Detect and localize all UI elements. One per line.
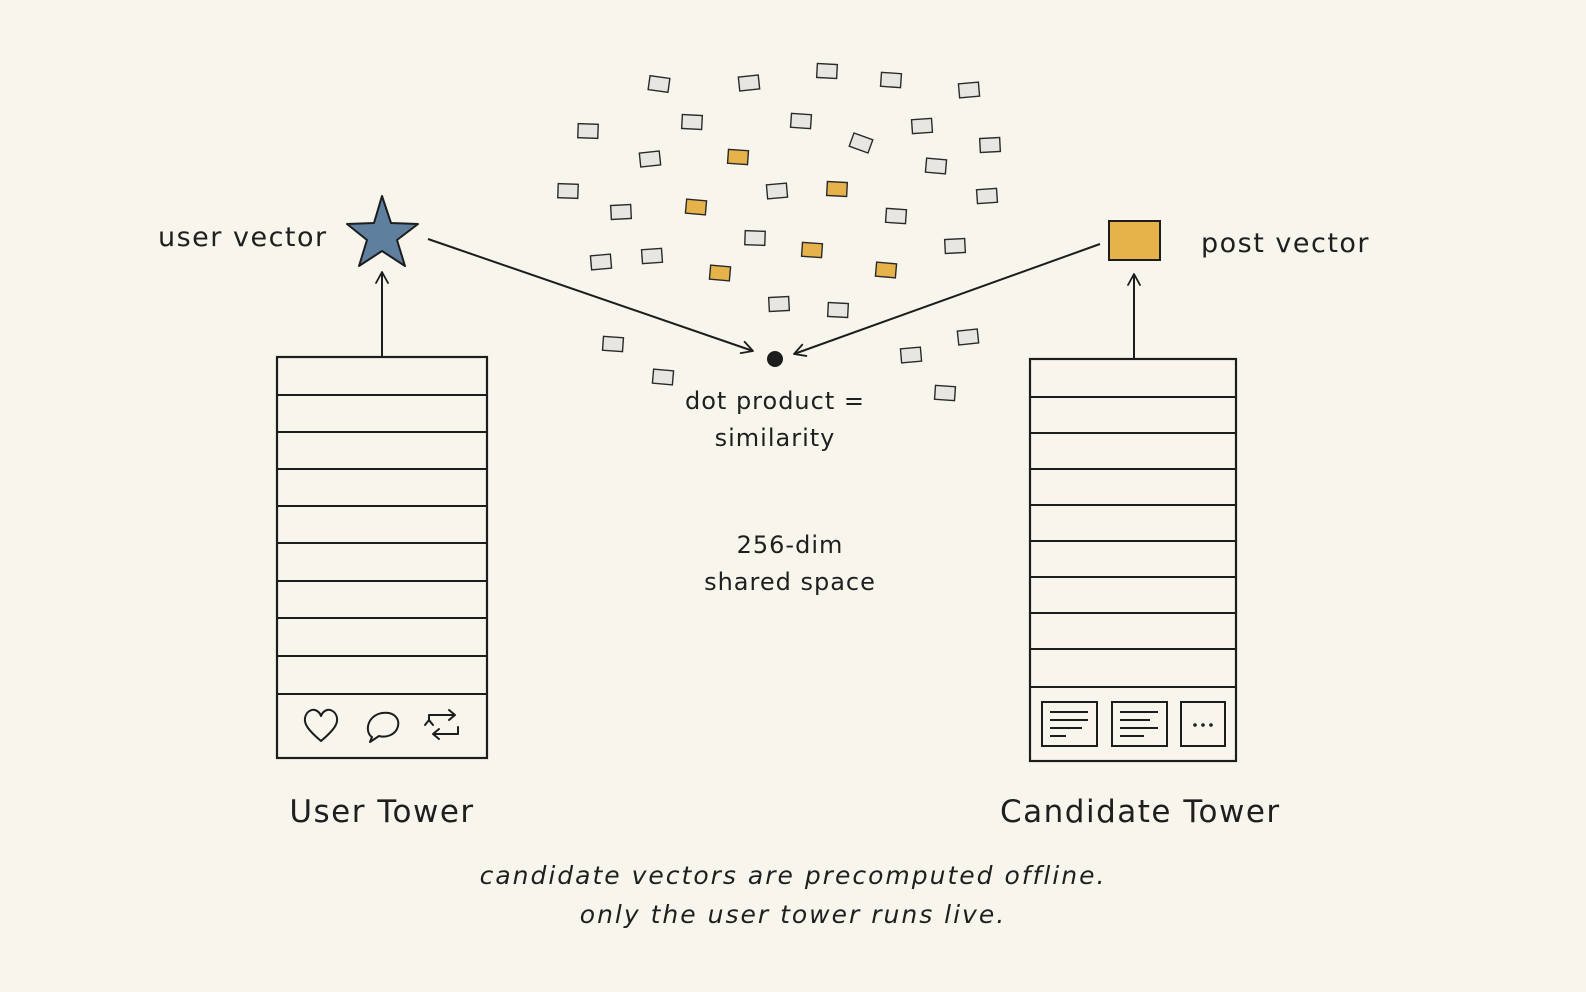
candidate-point xyxy=(933,384,957,402)
candidate-point xyxy=(956,328,980,346)
candidate-point xyxy=(609,203,633,221)
candidate-point xyxy=(789,112,813,130)
post-vector-label: post vector xyxy=(1201,228,1371,259)
candidate-point xyxy=(848,132,874,154)
user-vector-star-icon xyxy=(346,195,419,267)
embedding-space-cloud xyxy=(557,62,1002,402)
document-icon xyxy=(1041,701,1098,747)
candidate-point xyxy=(640,247,664,265)
document-icon xyxy=(1111,701,1168,747)
candidate-point xyxy=(884,207,908,225)
user-tower-layers xyxy=(277,394,487,695)
dot-product-point xyxy=(767,351,783,367)
candidate-point xyxy=(737,74,761,92)
candidate-tower-title: Candidate Tower xyxy=(1000,794,1281,830)
user-vector-label: user vector xyxy=(158,222,328,253)
candidate-point-highlighted xyxy=(874,261,898,279)
candidate-point-highlighted xyxy=(825,180,849,198)
dot-product-label-line2: similarity xyxy=(714,424,836,452)
candidate-point-highlighted xyxy=(684,198,708,216)
candidate-point xyxy=(826,301,850,319)
repost-icon xyxy=(424,709,459,740)
user-vector-to-dot-arrow xyxy=(427,238,754,354)
candidate-point xyxy=(577,122,599,140)
candidate-point xyxy=(557,182,579,200)
candidate-point xyxy=(651,368,675,386)
candidate-point xyxy=(638,150,662,168)
candidate-point xyxy=(924,157,948,175)
candidate-tower xyxy=(1028,273,1238,763)
dot-product-label-line1: dot product = xyxy=(684,387,865,415)
shared-space-label-line1: 256-dim xyxy=(736,531,844,559)
caption-line2: only the user tower runs live. xyxy=(579,900,1007,929)
candidate-point xyxy=(910,117,934,135)
candidate-point-highlighted xyxy=(708,264,732,282)
candidate-point xyxy=(815,62,839,80)
candidate-tower-layers xyxy=(1030,396,1236,688)
more-icon xyxy=(1180,701,1226,747)
dot-product-label: dot product = similarity xyxy=(675,383,875,457)
candidate-point-highlighted xyxy=(726,148,750,166)
candidate-point xyxy=(899,346,923,364)
user-tower-title: User Tower xyxy=(289,794,475,830)
candidate-point xyxy=(978,136,1002,154)
comment-icon xyxy=(366,711,400,743)
candidate-point xyxy=(765,182,789,200)
shared-space-label-line2: shared space xyxy=(704,568,876,596)
post-vector-to-dot-arrow xyxy=(793,243,1101,357)
candidate-point xyxy=(975,187,999,205)
shared-space-label: 256-dim shared space xyxy=(680,527,900,601)
candidate-point xyxy=(680,113,704,131)
heart-icon xyxy=(303,708,339,742)
caption-line1: candidate vectors are precomputed offlin… xyxy=(479,861,1107,890)
candidate-point xyxy=(647,74,671,94)
candidate-point xyxy=(957,81,981,99)
candidate-point xyxy=(744,229,766,247)
post-vector-square-icon xyxy=(1108,220,1161,261)
caption: candidate vectors are precomputed offlin… xyxy=(393,856,1193,934)
candidate-point xyxy=(879,71,903,89)
candidate-point xyxy=(943,237,967,255)
candidate-point-highlighted xyxy=(800,241,824,259)
candidate-point xyxy=(601,335,625,353)
user-tower xyxy=(275,271,489,760)
candidate-point xyxy=(589,253,613,271)
candidate-point xyxy=(767,295,791,313)
